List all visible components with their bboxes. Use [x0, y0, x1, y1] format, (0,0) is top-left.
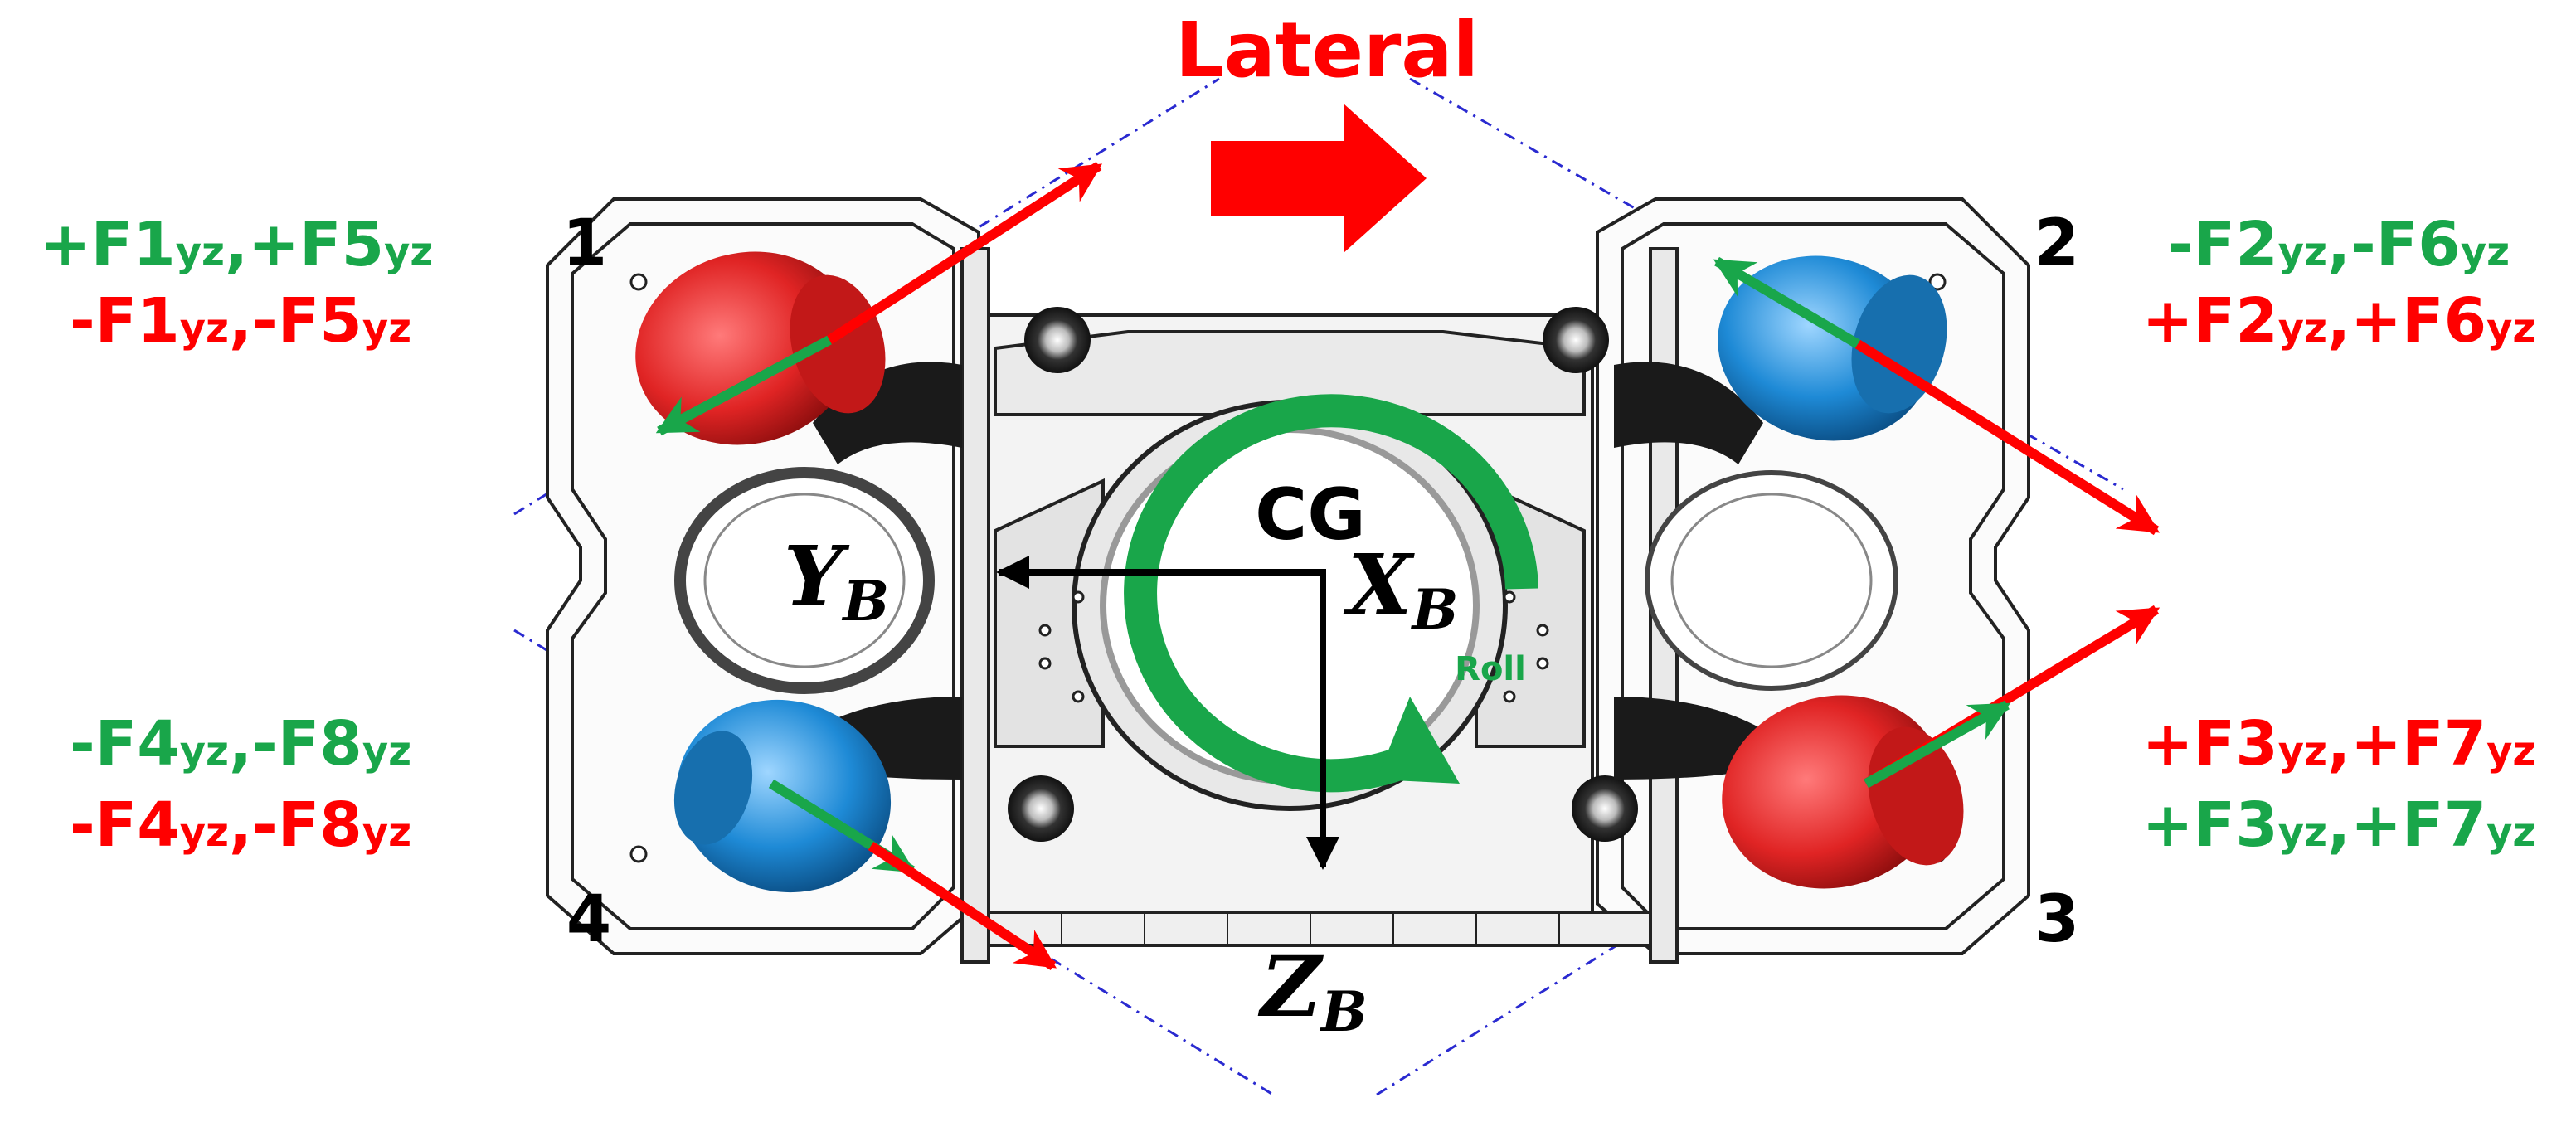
thruster-2-red-vector — [1854, 339, 2160, 536]
thrust-vectors — [655, 161, 2160, 971]
thruster-1-red-vector — [826, 161, 1103, 345]
body-axes — [996, 556, 1339, 870]
z-axis-label: ZB — [1257, 938, 1368, 1044]
roll-arrow-head — [1377, 697, 1460, 784]
thruster-4-number: 4 — [566, 882, 611, 957]
thruster-1-force-label-top: +F1yz,+F5yz — [40, 209, 434, 280]
thruster-1-green-vector — [655, 335, 832, 436]
roll-arrow — [1124, 394, 1538, 793]
thruster-2-number: 2 — [2034, 206, 2079, 281]
thruster-3-red — [1722, 695, 1964, 889]
x-axis-label: XB — [1343, 536, 1458, 642]
lateral-label: Lateral — [1175, 6, 1479, 95]
cg-label: CG — [1255, 474, 1366, 556]
thruster-1-force-label-bottom: -F1yz,-F5yz — [70, 285, 411, 357]
thruster-3-force-label-top: +F3yz,+F7yz — [2142, 708, 2536, 780]
y-axis-label: YB — [784, 527, 889, 634]
thruster-2-blue — [1718, 255, 1947, 441]
thruster-3-force-label-bottom: +F3yz,+F7yz — [2142, 789, 2536, 861]
lateral-direction-arrow — [1211, 104, 1427, 253]
thruster-1-number: 1 — [562, 206, 607, 281]
mount-knobs — [1008, 307, 1638, 842]
thruster-2-green-vector — [1713, 256, 1861, 349]
thruster-4-force-label-top: -F4yz,-F8yz — [70, 708, 411, 780]
frame-bolts — [629, 273, 1947, 863]
thruster-1-red — [635, 251, 886, 445]
thruster-2-force-label-bottom: +F2yz,+F6yz — [2142, 285, 2536, 357]
roll-label: Roll — [1455, 650, 1526, 688]
thruster-2-force-label-top: -F2yz,-F6yz — [2168, 209, 2510, 280]
thruster-4-red-vector — [868, 841, 1057, 971]
thruster-3-number: 3 — [2034, 882, 2079, 957]
thruster-4-force-label-bottom: -F4yz,-F8yz — [70, 789, 411, 861]
thruster-3-green-vector — [1864, 700, 2011, 789]
